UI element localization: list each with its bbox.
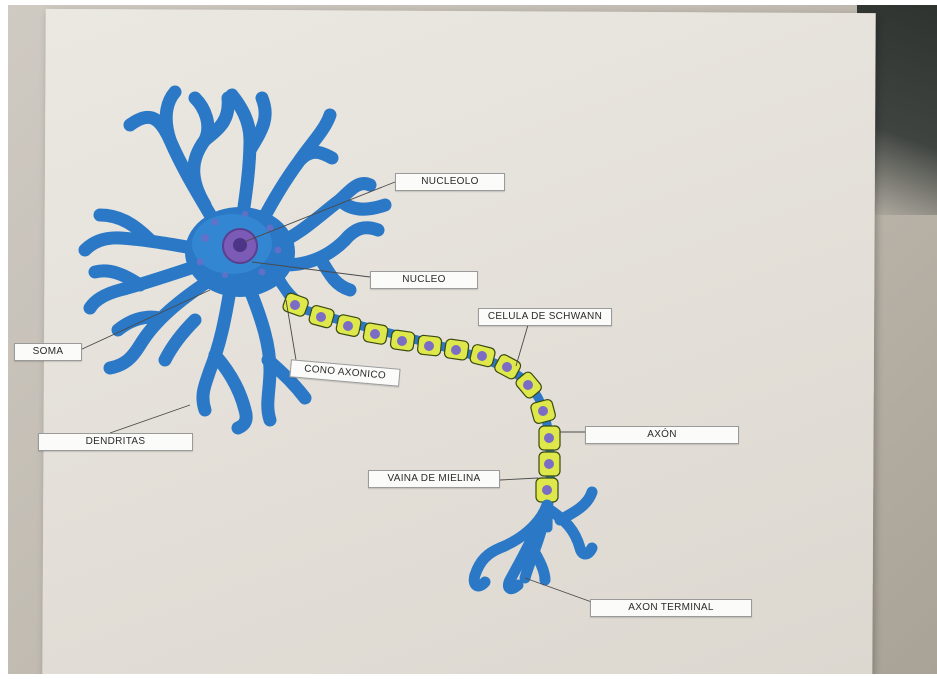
- label-axon: AXÓN: [585, 426, 739, 444]
- label-nucleolo: NUCLEOLO: [395, 173, 505, 191]
- label-vaina-de-mielina: VAINA DE MIELINA: [368, 470, 500, 488]
- dendrite-branch: [215, 355, 246, 428]
- dendrite-branch: [194, 98, 208, 205]
- axon-terminal-branches: [474, 492, 592, 589]
- schwann-cell: [390, 330, 415, 352]
- label-soma: SOMA: [14, 343, 82, 361]
- schwann-cell: [444, 339, 469, 361]
- dendrite-branch: [95, 271, 140, 285]
- schwann-cell: [536, 478, 558, 502]
- leader-line-celula-schwann: [516, 325, 528, 366]
- label-nucleo: NUCLEO: [370, 271, 478, 289]
- nucleolus: [233, 238, 247, 252]
- schwann-cell: [469, 344, 496, 368]
- schwann-cell: [539, 426, 560, 450]
- dendrite-branch: [300, 152, 332, 160]
- schwann-cell: [335, 314, 361, 337]
- label-celula-de-schwann: CELULA DE SCHWANN: [478, 308, 612, 326]
- leader-line-dendritas: [110, 405, 190, 433]
- leader-line-vaina: [500, 478, 538, 480]
- dendrite-branch: [166, 92, 175, 140]
- schwann-cell: [363, 322, 389, 345]
- label-dendritas: DENDRITAS: [38, 433, 193, 451]
- terminal-branch: [560, 492, 592, 520]
- schwann-cell: [308, 304, 335, 328]
- label-axon-terminal: AXON TERMINAL: [590, 599, 752, 617]
- schwann-cell: [417, 335, 442, 356]
- leader-line-axon-terminal: [525, 578, 600, 605]
- dendrite-branch: [165, 320, 195, 360]
- schwann-cell: [539, 452, 560, 476]
- schwann-cell: [530, 398, 557, 424]
